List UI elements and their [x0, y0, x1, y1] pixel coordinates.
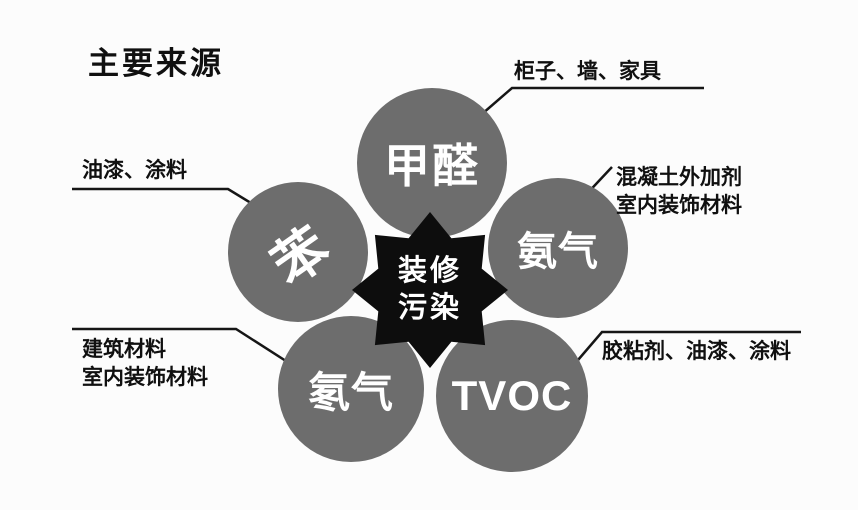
callout-line-ben — [72, 187, 265, 213]
callout-formaldehyde-sources: 柜子、墙、家具 — [514, 58, 661, 86]
callout-ammonia-line2: 室内装饰材料 — [616, 194, 742, 217]
callout-line-jiaquan — [481, 86, 704, 115]
callout-tvoc-line1: 胶粘剂、油漆、涂料 — [602, 340, 791, 363]
node-ammonia: 氨气 — [488, 178, 628, 318]
callout-ammonia-sources: 混凝土外加剂 室内装饰材料 — [616, 164, 742, 220]
node-benzene-label: 苯 — [261, 216, 341, 297]
node-ammonia-label: 氨气 — [517, 230, 599, 274]
callout-radon-line2: 室内装饰材料 — [82, 366, 208, 389]
callout-benzene-line1: 油漆、涂料 — [82, 159, 187, 182]
node-benzene: 苯 — [228, 182, 368, 322]
node-formaldehyde: 甲醛 — [357, 88, 507, 238]
node-tvoc-label: TVOC — [451, 372, 573, 419]
node-radon: 氡气 — [278, 316, 424, 462]
callout-benzene-sources: 油漆、涂料 — [82, 157, 187, 185]
center-starburst-icon — [352, 212, 508, 368]
node-radon-label: 氡气 — [307, 368, 394, 416]
node-tvoc: TVOC — [436, 320, 588, 472]
node-formaldehyde-label: 甲醛 — [384, 140, 480, 192]
callout-tvoc-sources: 胶粘剂、油漆、涂料 — [602, 338, 791, 366]
callout-ammonia-line1: 混凝土外加剂 — [616, 166, 742, 189]
callout-formaldehyde-line1: 柜子、墙、家具 — [514, 60, 661, 83]
page-title: 主要来源 — [88, 46, 224, 81]
callout-radon-sources: 建筑材料 室内装饰材料 — [82, 336, 208, 392]
callout-radon-line1: 建筑材料 — [82, 338, 166, 361]
